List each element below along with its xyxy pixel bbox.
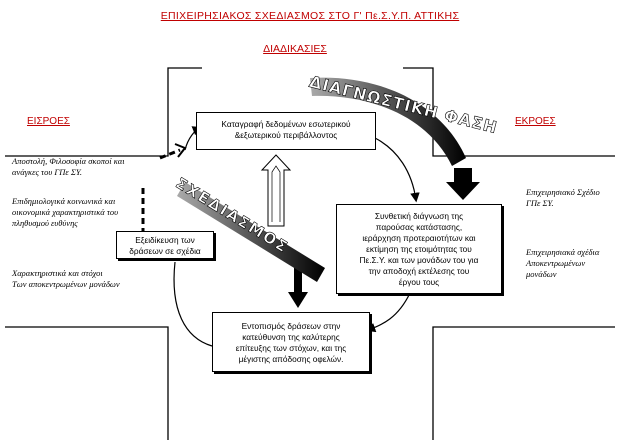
outputs-heading: ΕΚΡΟΕΣ <box>515 116 556 127</box>
solid-down-arrow <box>288 255 308 308</box>
cycle-arrow-top-right <box>374 137 420 203</box>
output-item-operational-plan: Επιχειρησιακό Σχέδιο ΓΠε ΣΥ. <box>526 187 600 208</box>
box-strategy: Εντοπισμός δράσεων στην κατεύθυνση της κ… <box>212 312 370 372</box>
cycle-arrow-right-bottom <box>365 292 411 333</box>
cycle-arrow-bottom-left <box>173 261 213 347</box>
input-item-units: Χαρακτηριστικά και στόχοι Των αποκεντρωμ… <box>12 268 120 289</box>
outer-frame-bottom-right <box>432 326 615 440</box>
input-item-epidemiology: Επιδημιολογικά κοινωνικά και οικονομικά … <box>12 196 119 228</box>
diagnostic-arc-band <box>310 77 466 166</box>
outer-frame-bottom-left <box>5 326 169 440</box>
outer-frame-right <box>403 67 615 157</box>
planning-band <box>177 182 325 282</box>
box-actions: Εξειδίκευση των δράσεων σε σχέδια <box>116 231 214 259</box>
dashed-input-arrow-top <box>159 148 181 160</box>
inputs-heading: ΕΙΣΡΟΕΣ <box>27 116 70 127</box>
box-data-collection: Καταγραφή δεδομένων εσωτερικού &εξωτερικ… <box>196 112 376 150</box>
output-item-unit-plans: Επιχειρησιακά σχέδια Αποκεντρωμένων μονά… <box>526 247 600 279</box>
box-diagnosis: Συνθετική διάγνωση της παρούσας κατάστασ… <box>336 204 502 294</box>
procedures-heading: ΔΙΑΔΙΚΑΣΙΕΣ <box>263 43 327 55</box>
hollow-up-arrow <box>260 154 292 227</box>
page-title: ΕΠΙΧΕΙΡΗΣΙΑΚΟΣ ΣΧΕΔΙΑΣΜΟΣ ΣΤΟ Γ' Πε.Σ.Υ.… <box>160 10 460 22</box>
input-item-mission: Αποστολή, Φιλοσοφία σκοποί και ανάγκες τ… <box>12 156 125 177</box>
diagnostic-arrow-tip <box>446 168 480 200</box>
outer-frame-left <box>5 67 202 157</box>
